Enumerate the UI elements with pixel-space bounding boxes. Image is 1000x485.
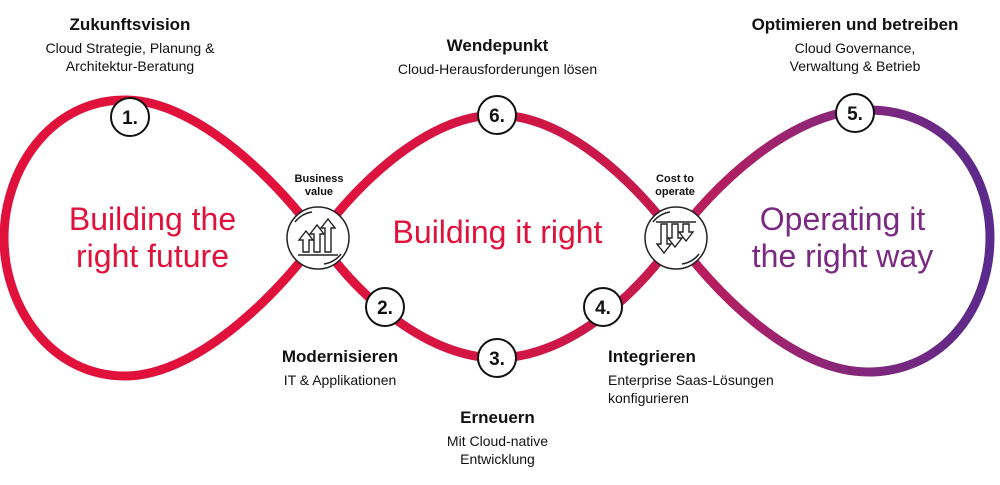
step-6-title: Wendepunkt [446, 36, 549, 55]
left-loop-path [0, 95, 323, 381]
business-value-line-2: value [304, 186, 334, 198]
step-5-desc: Cloud Governance, Verwaltung & Betrieb [725, 39, 985, 75]
step-3-number: 3. [489, 349, 505, 370]
step-2-number: 2. [377, 298, 393, 319]
business-value-icon [286, 206, 350, 270]
step-4-desc: Enterprise Saas-Lösungen konfigurieren [608, 371, 808, 407]
step-3-label: Erneuern Mit Cloud-native Entwicklung [410, 407, 585, 468]
step-2-label: Modernisieren IT & Applikationen [255, 346, 425, 389]
step-4-label: Integrieren Enterprise Saas-Lösungen kon… [608, 346, 808, 407]
cost-to-operate-line-1: Cost to [656, 173, 694, 185]
step-4-number: 4. [595, 298, 611, 319]
step-6-label: Wendepunkt Cloud-Herausforderungen lösen [365, 35, 630, 78]
left-loop-line-1: Building the [68, 201, 237, 237]
step-3-desc-line-2: Entwicklung [460, 451, 535, 467]
step-4-title: Integrieren [608, 347, 696, 366]
business-value-line-1: Business [294, 173, 344, 185]
step-6-number: 6. [489, 106, 505, 127]
step-3-title: Erneuern [460, 408, 535, 427]
center-loop-line: Building it right [392, 214, 603, 250]
cost-to-operate-label: Cost to operate [636, 173, 714, 199]
left-loop-line-2: right future [76, 238, 229, 274]
step-2-badge: 2. [365, 287, 405, 327]
step-5-badge: 5. [835, 93, 875, 133]
step-3-desc-line-1: Mit Cloud-native [446, 433, 549, 449]
right-loop-label: Operating it the right way [735, 201, 950, 275]
step-2-desc: IT & Applikationen [255, 371, 425, 389]
step-4-badge: 4. [583, 287, 623, 327]
step-6-desc: Cloud-Herausforderungen lösen [365, 60, 630, 78]
step-1-number: 1. [122, 108, 138, 129]
step-1-label: Zukunftsvision Cloud Strategie, Planung … [20, 14, 240, 75]
step-1-desc-line-2: Architektur-Beratung [65, 58, 195, 74]
cost-to-operate-line-2: operate [655, 186, 695, 198]
left-loop-label: Building the right future [45, 201, 260, 275]
step-5-label: Optimieren und betreiben Cloud Governanc… [725, 14, 985, 75]
step-5-title: Optimieren und betreiben [751, 15, 959, 34]
step-1-title: Zukunftsvision [69, 15, 191, 34]
step-4-desc-line-2: konfigurieren [608, 390, 689, 406]
center-loop-label: Building it right [365, 214, 630, 251]
step-4-desc-line-1: Enterprise Saas-Lösungen [608, 372, 774, 388]
step-5-number: 5. [847, 104, 863, 125]
right-loop-line-1: Operating it [759, 201, 926, 237]
right-loop-path [671, 105, 995, 377]
cost-to-operate-icon [644, 206, 708, 270]
step-6-desc-line-1: Cloud-Herausforderungen lösen [397, 61, 598, 77]
step-5-desc-line-2: Verwaltung & Betrieb [789, 58, 921, 74]
step-1-desc: Cloud Strategie, Planung & Architektur-B… [20, 39, 240, 75]
step-2-desc-line-1: IT & Applikationen [283, 372, 397, 388]
step-3-badge: 3. [477, 338, 517, 378]
step-1-desc-line-1: Cloud Strategie, Planung & [45, 40, 215, 56]
step-5-desc-line-1: Cloud Governance, [794, 40, 916, 56]
step-1-badge: 1. [110, 97, 150, 137]
step-6-badge: 6. [477, 95, 517, 135]
right-loop-line-2: the right way [751, 238, 934, 274]
step-2-title: Modernisieren [281, 347, 399, 366]
step-3-desc: Mit Cloud-native Entwicklung [410, 432, 585, 468]
business-value-label: Business value [280, 173, 358, 199]
